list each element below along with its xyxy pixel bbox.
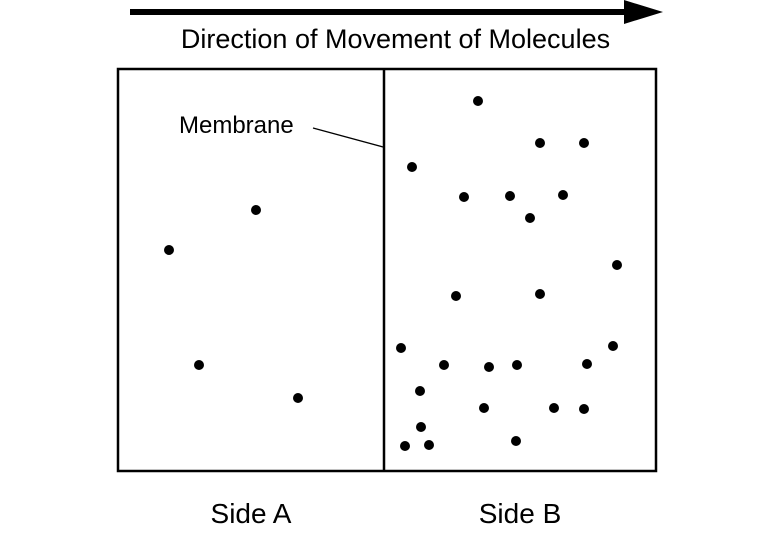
molecule [535, 138, 545, 148]
membrane-label: Membrane [179, 112, 294, 139]
molecule [612, 260, 622, 270]
molecule [505, 191, 515, 201]
molecule [164, 245, 174, 255]
molecule [407, 162, 417, 172]
molecule [484, 362, 494, 372]
molecule [579, 138, 589, 148]
molecule [512, 360, 522, 370]
membrane-leader-line [312, 127, 384, 148]
molecule [579, 404, 589, 414]
diagram-title: Direction of Movement of Molecules [0, 24, 781, 55]
molecule [558, 190, 568, 200]
molecule [194, 360, 204, 370]
molecule [293, 393, 303, 403]
molecule [451, 291, 461, 301]
side-a-label: Side A [210, 498, 292, 529]
molecule [439, 360, 449, 370]
molecule [415, 386, 425, 396]
molecule [396, 343, 406, 353]
side-b-label: Side B [478, 498, 562, 529]
direction-arrow-head [624, 0, 663, 24]
molecule [535, 289, 545, 299]
molecule [525, 213, 535, 223]
molecule [459, 192, 469, 202]
molecule [582, 359, 592, 369]
container-box [116, 67, 658, 473]
molecule [424, 440, 434, 450]
molecule [473, 96, 483, 106]
molecule [400, 441, 410, 451]
molecule [608, 341, 618, 351]
molecule [416, 422, 426, 432]
molecule [251, 205, 261, 215]
diagram-title-text: Direction of Movement of Molecules [180, 24, 611, 54]
molecule [511, 436, 521, 446]
molecule [549, 403, 559, 413]
side-a-molecules [164, 205, 303, 403]
molecule [479, 403, 489, 413]
side-b-molecules [396, 96, 622, 451]
